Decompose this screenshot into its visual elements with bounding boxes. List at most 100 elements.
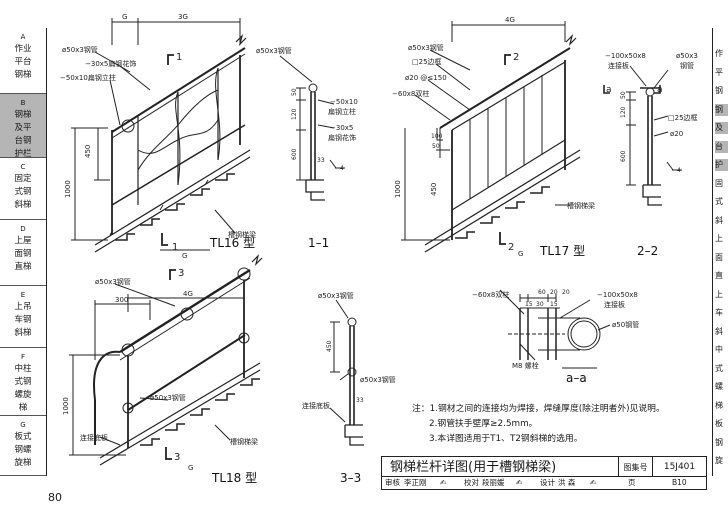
s33-caption: 3–3 xyxy=(340,471,361,485)
design-signature: ✍ xyxy=(590,478,597,487)
page-label: 页 xyxy=(628,478,636,487)
tl17-label-channel: 槽钢梯梁 xyxy=(567,201,595,210)
s11-dim-33: 33 xyxy=(317,157,325,164)
sidebar-item-label: 斜梯 xyxy=(14,200,32,210)
sidebar-item-letter: E xyxy=(20,291,26,299)
tl17-caption: TL17 型 xyxy=(539,244,585,258)
s11-label-pipe: ø50x3钢管 xyxy=(256,46,292,55)
tl18-label-pipe-top: ø50x3钢管 xyxy=(95,277,131,286)
adjacent-page-char: 斜 xyxy=(715,215,723,225)
sidebar-item-label: 钢梯 xyxy=(14,110,32,120)
sidebar-item-letter: C xyxy=(20,163,26,171)
adjacent-page-char: 上 xyxy=(715,234,723,243)
tl17-dim-1000: 1000 xyxy=(394,180,402,198)
tl18-section-bottom: 3 xyxy=(174,452,180,463)
s33-label-base: 连接底板 xyxy=(302,401,330,410)
sidebar-item-label: 旋梯 xyxy=(14,458,32,468)
tl18-drawing: ø50x3钢管 ø50x3钢管 连接底板 槽钢梯梁 300 4G 1000 G … xyxy=(62,254,263,485)
sidebar-item-label: 护栏 xyxy=(14,149,32,159)
sidebar-item-label: 中柱 xyxy=(14,364,32,374)
tl18-dim-1000: 1000 xyxy=(62,397,70,415)
review-signature: ✍ xyxy=(440,478,447,487)
sidebar-item-label: 板式 xyxy=(14,432,32,442)
sidebar-item-label: 作业 xyxy=(14,44,32,54)
s22-weld: 4 xyxy=(677,167,681,174)
tl16-dim-g-bottom: G xyxy=(182,252,187,260)
tl18-dim-4g: 4G xyxy=(183,290,193,298)
check-name: 段丽媛 xyxy=(482,478,505,487)
tl17-label-frame: □25边框 xyxy=(412,57,442,66)
sidebar-item-label: 固定 xyxy=(14,174,32,184)
tl18-dim-g: G xyxy=(188,464,193,472)
tl16-dim-1000: 1000 xyxy=(64,180,72,198)
sidebar-item-label: 车钢 xyxy=(14,315,32,325)
adjacent-page-char: 面 xyxy=(715,252,723,262)
s11-label-post: 扁钢立柱 xyxy=(328,107,356,116)
tl16-label-pipe: ø50x3钢管 xyxy=(62,45,98,54)
s22-label-pipe-name: 钢管 xyxy=(680,61,694,70)
design-label: 设计 xyxy=(540,478,555,487)
tl16-dim-450: 450 xyxy=(84,145,92,158)
saa-dim-20b: 20 xyxy=(562,289,570,296)
section-3-3: ø50x3钢管 ø50x3钢管 连接底板 450 33 3–3 xyxy=(302,291,396,485)
tl17-label-pipe: ø50x3钢管 xyxy=(408,43,444,52)
adjacent-page-strip: 作平钢钢及台护固式斜上面直上车斜中式螺梯板钢旋 xyxy=(712,28,728,476)
sidebar-item-label: 台钢 xyxy=(14,136,32,146)
sidebar-item-letter: B xyxy=(20,99,26,107)
sidebar-item-label: 梯 xyxy=(18,403,28,413)
tl17-dim-100: 100 xyxy=(431,133,443,140)
tl17-section-bottom: 2 xyxy=(508,242,514,253)
page-value: B10 xyxy=(672,478,687,487)
adjacent-page-char: 钢 xyxy=(715,437,723,447)
tl16-label-channel: 槽钢梯梁 xyxy=(228,230,256,239)
saa-dim-30: 30 xyxy=(536,301,544,308)
saa-dim-60: 60 xyxy=(538,289,546,296)
sidebar-item-b[interactable]: B 钢梯及平台钢护栏 xyxy=(0,94,46,159)
sidebar-item-label: 及平 xyxy=(14,123,32,133)
tl17-dim-4g: 4G xyxy=(505,16,515,24)
tl17-drawing: 4G ø50x3钢管 □25边框 ø20 @≤150 −60x8双柱 槽钢梯梁 … xyxy=(392,16,595,258)
check-label: 校对 xyxy=(464,478,479,487)
s22-caption: 2–2 xyxy=(637,244,658,258)
adjacent-page-char: 式 xyxy=(715,363,723,373)
atlas-number: 15J401 xyxy=(653,456,707,477)
tl16-section-bottom: 1 xyxy=(172,242,178,253)
adjacent-page-char: 式 xyxy=(715,197,723,206)
adjacent-page-char: 钢 xyxy=(715,103,728,116)
saa-dim-15b: 15 xyxy=(550,301,558,308)
section-a-a: −60x8双柱 −100x50x8 连接板 ø50钢管 M8 螺栓 60 20 … xyxy=(472,289,639,385)
sidebar-item-label: 平台 xyxy=(14,57,32,67)
tl17-section-top: 2 xyxy=(513,52,519,63)
sidebar-item-letter: G xyxy=(20,421,26,429)
adjacent-page-char: 梯 xyxy=(715,400,723,410)
note-line-2: 2.钢管扶手壁厚≥2.5mm。 xyxy=(429,419,538,429)
tl18-label-base: 连接底板 xyxy=(80,433,108,442)
tl17-dim-g: G xyxy=(518,250,523,258)
sidebar-item-label: 斜梯 xyxy=(14,328,32,338)
adjacent-page-char: 车 xyxy=(715,308,723,317)
sidebar-item-label: 式钢 xyxy=(14,377,32,387)
signature-row: 审核 李正刚 ✍ 校对 段丽媛 ✍ 设计 洪 森 ✍ 页 B10 xyxy=(381,477,707,490)
section-2-2: −100x50x8 连接板 ø50x3 钢管 □25边框 ø20 a a 50 … xyxy=(603,52,698,258)
sidebar-item-letter: D xyxy=(20,225,26,233)
tl18-section-top: 3 xyxy=(178,268,184,279)
design-name: 洪 森 xyxy=(558,478,576,487)
tl18-label-channel: 槽钢梯梁 xyxy=(230,437,258,446)
saa-dim-20a: 20 xyxy=(550,289,558,296)
saa-caption: a–a xyxy=(566,371,587,385)
s22-label-bar: ø20 xyxy=(670,130,683,138)
note-line-3: 3.本详图适用于T1、T2钢斜梯的选用。 xyxy=(429,434,583,444)
adjacent-page-char: 旋 xyxy=(715,456,723,465)
tl16-dim-3g: 3G xyxy=(178,13,188,21)
tl17-dim-450: 450 xyxy=(430,183,438,196)
adjacent-page-char: 护 xyxy=(715,159,728,171)
saa-label-plate-name: 连接板 xyxy=(604,300,625,309)
tl16-dim-g: G xyxy=(122,13,127,21)
